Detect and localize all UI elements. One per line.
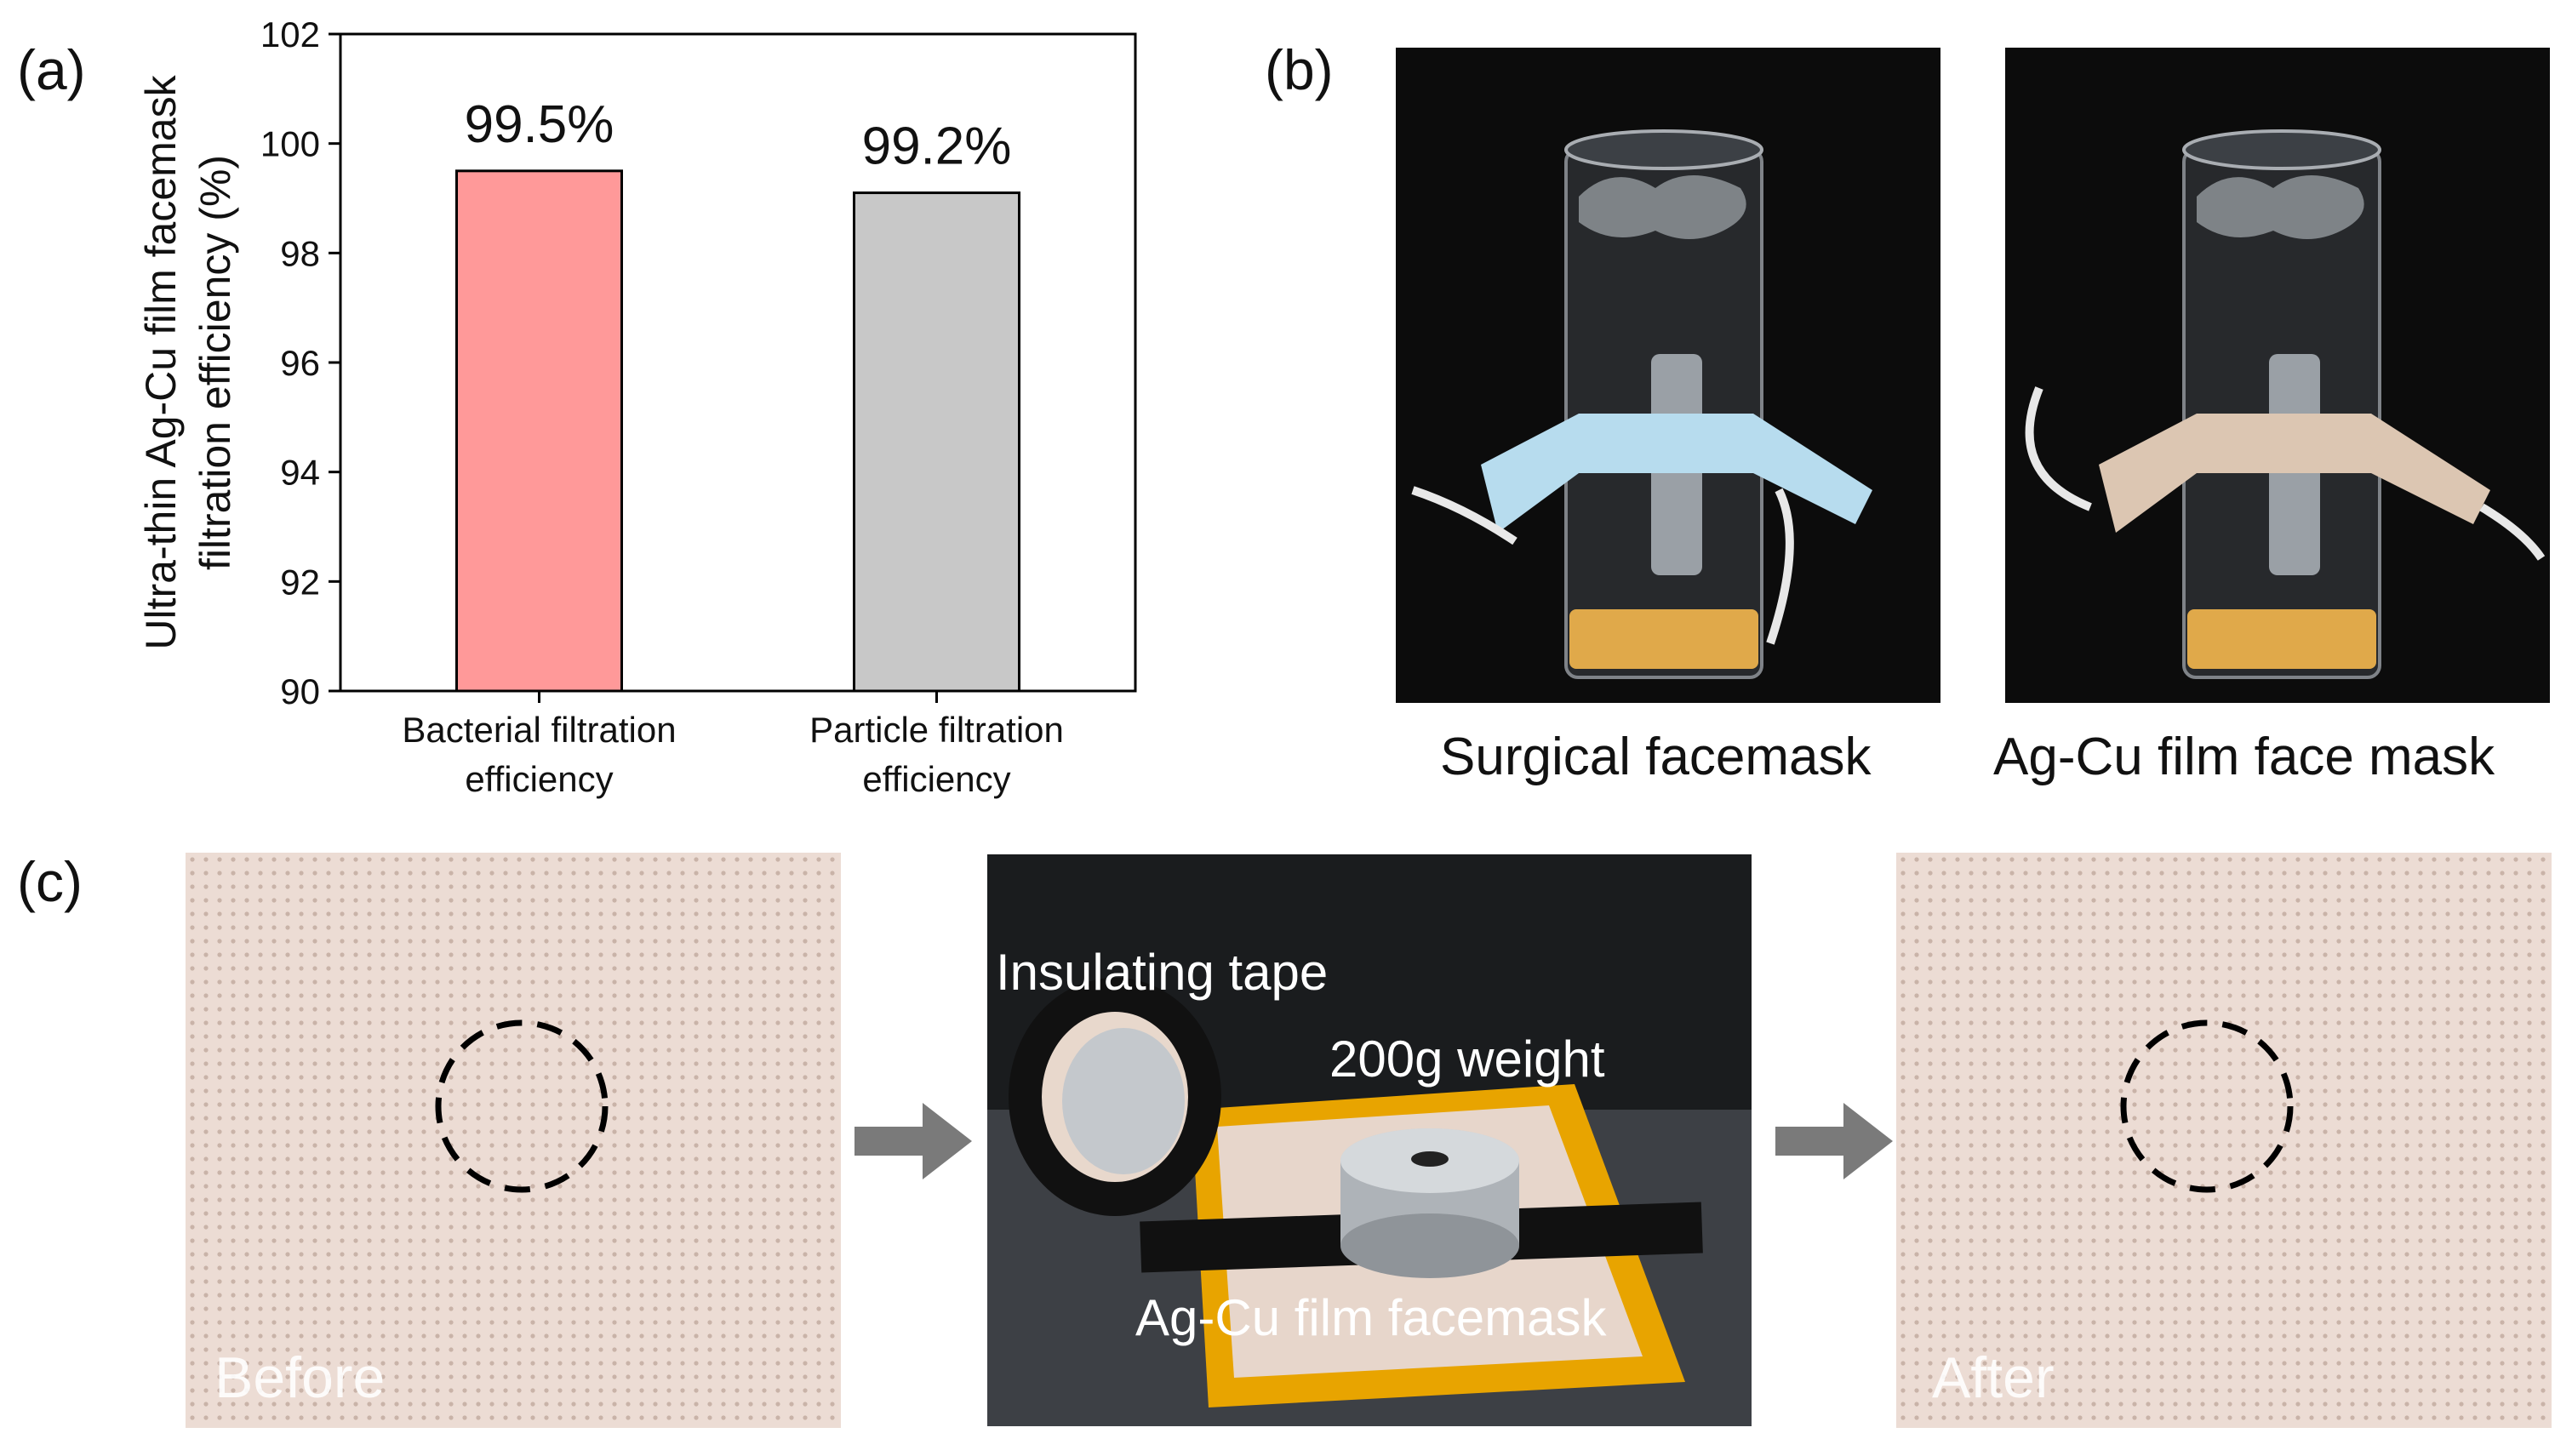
arrow-right-icon-2 xyxy=(1775,1103,1893,1179)
surgical-facemask-caption: Surgical facemask xyxy=(1440,728,1872,786)
weight-label: 200g weight xyxy=(1329,1031,1605,1088)
blue-mask-shape xyxy=(1481,414,1872,533)
data-label: 99.2% xyxy=(862,117,1012,176)
panel-label-c: (c) xyxy=(17,850,83,913)
filtration-bar-chart: 90 92 94 96 98 100 102 99.5% Bacterial filtrati… xyxy=(137,14,1137,799)
insulating-tape-label: Insulating tape xyxy=(996,944,1329,1001)
y-tick-label: 94 xyxy=(280,453,320,493)
x-category-label: efficiency xyxy=(862,759,1010,799)
agcu-facemask-label: Ag-Cu film facemask xyxy=(1135,1289,1607,1346)
y-tick-label: 92 xyxy=(280,562,320,602)
y-tick-label: 96 xyxy=(280,343,320,383)
beige-mask-shape xyxy=(2099,414,2490,533)
before-label: Before xyxy=(214,1345,386,1410)
liquid-fill xyxy=(1569,609,1758,669)
agcu-facemask-photo xyxy=(2005,48,2550,703)
panel-label-b: (b) xyxy=(1265,38,1334,101)
data-label: 99.5% xyxy=(465,95,614,154)
y-axis-label: Ultra-thin Ag-Cu film facemask xyxy=(137,74,185,649)
y-tick-label: 102 xyxy=(260,14,320,54)
test-setup-photo xyxy=(987,854,1752,1426)
agcu-facemask-caption: Ag-Cu film face mask xyxy=(1993,728,2495,786)
bar-1 xyxy=(455,169,623,693)
y-tick-label: 98 xyxy=(280,233,320,273)
before-fabric-photo xyxy=(186,853,841,1428)
bar-2 xyxy=(853,191,1020,693)
x-category-label: Particle filtration xyxy=(809,710,1064,750)
y-tick-label: 90 xyxy=(280,671,320,711)
after-fabric-photo xyxy=(1896,853,2552,1428)
after-label: After xyxy=(1932,1345,2055,1410)
x-category-label: Bacterial filtration xyxy=(402,710,676,750)
arrow-right-icon xyxy=(854,1103,972,1179)
dashed-circle xyxy=(435,1019,609,1193)
x-category-label: efficiency xyxy=(465,759,613,799)
panel-label-a: (a) xyxy=(17,38,86,101)
y-axis-label: filtration efficiency (%) xyxy=(191,155,239,570)
surgical-facemask-photo xyxy=(1396,48,1940,703)
y-tick-label: 100 xyxy=(260,124,320,164)
